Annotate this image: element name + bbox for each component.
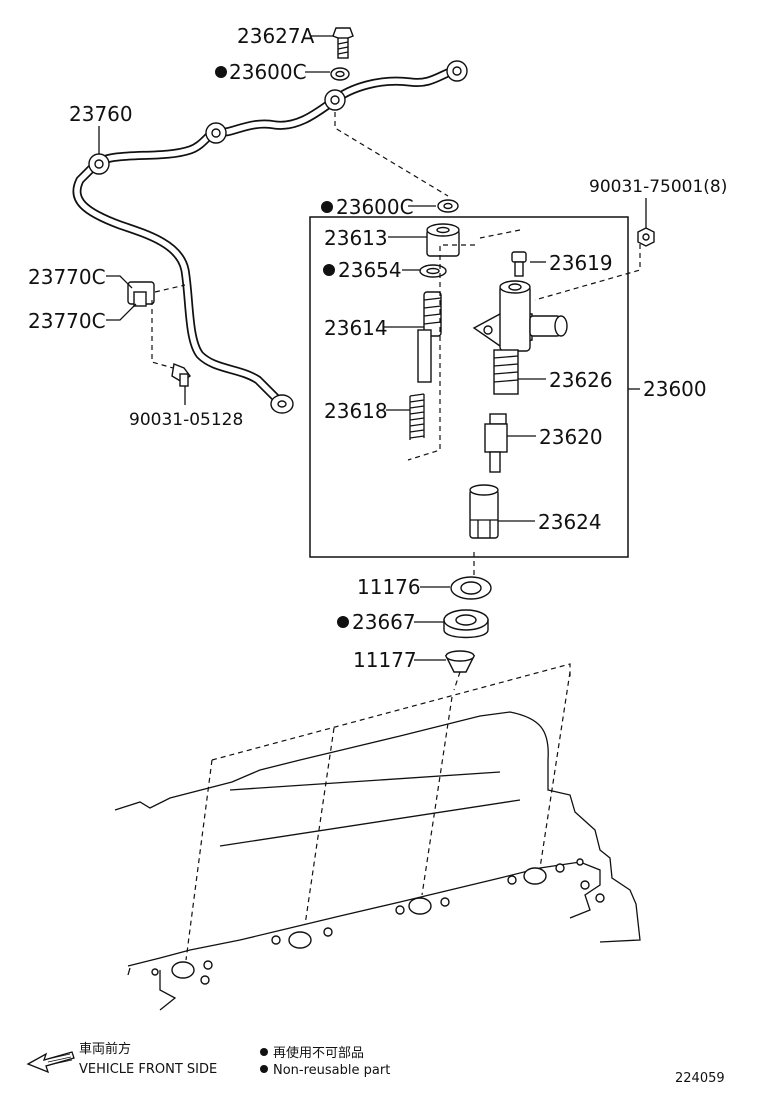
- legend-front-jp: 車両前方: [79, 1041, 131, 1057]
- pressure-pin-23614: [417, 291, 442, 383]
- screw-23619: [511, 251, 527, 277]
- label-23760: 23760: [69, 102, 133, 126]
- legend-dot-icon: [260, 1048, 268, 1056]
- cylinder-head-outline: [114, 711, 641, 1011]
- fuel-pipe-23760: [72, 60, 468, 414]
- non-reusable-dot-icon: [323, 264, 335, 276]
- legend-front-en: VEHICLE FRONT SIDE: [79, 1062, 217, 1077]
- non-reusable-dot-icon: [215, 66, 227, 78]
- label-23624: 23624: [538, 510, 602, 534]
- label-23613: 23613: [324, 226, 388, 250]
- label-23614: 23614: [324, 316, 388, 340]
- insulator-11177: [444, 650, 476, 673]
- label-23626: 23626: [549, 368, 613, 392]
- gasket-11176: [450, 576, 492, 600]
- non-reusable-dot-icon: [337, 616, 349, 628]
- non-reusable-dot-icon: [321, 201, 333, 213]
- nozzle-23620: [484, 413, 508, 473]
- label-11176: 11176: [357, 575, 421, 599]
- label-23600C-box: 23600C: [336, 195, 414, 219]
- label-23619: 23619: [549, 251, 613, 275]
- label-23770C-b: 23770C: [28, 309, 106, 333]
- injector-position-guides: [185, 663, 571, 961]
- label-23654: 23654: [338, 258, 402, 282]
- injector-body-23626: [472, 280, 568, 395]
- vehicle-front-arrow-icon: [26, 1051, 75, 1074]
- retaining-nut-23624: [469, 484, 499, 539]
- label-23627A: 23627A: [237, 24, 315, 48]
- label-90031-05128: 90031-05128: [129, 410, 243, 430]
- nut-23613: [426, 223, 460, 257]
- legend-nonreuse-jp: 再使用不可部品: [273, 1045, 364, 1061]
- label-23600C-top: 23600C: [229, 60, 307, 84]
- label-11177: 11177: [353, 648, 417, 672]
- nut-90031-75001: [637, 227, 655, 247]
- label-23620: 23620: [539, 425, 603, 449]
- label-23600: 23600: [643, 377, 707, 401]
- legend-nonreuse-en: Non-reusable part: [273, 1063, 390, 1078]
- clamp-23770C: [127, 281, 155, 307]
- injector-assembly-box: [309, 216, 629, 558]
- bolt-90031-05128: [171, 363, 191, 387]
- diagram-id: 224059: [675, 1071, 725, 1086]
- bolt-23627A: [332, 27, 354, 59]
- seal-23667: [443, 609, 489, 639]
- label-23618: 23618: [324, 399, 388, 423]
- legend-dot-icon: [260, 1065, 268, 1073]
- label-23667: 23667: [352, 610, 416, 634]
- label-23770C-a: 23770C: [28, 265, 106, 289]
- spring-23618: [409, 393, 425, 440]
- label-90031-75001: 90031-75001(8): [589, 177, 727, 197]
